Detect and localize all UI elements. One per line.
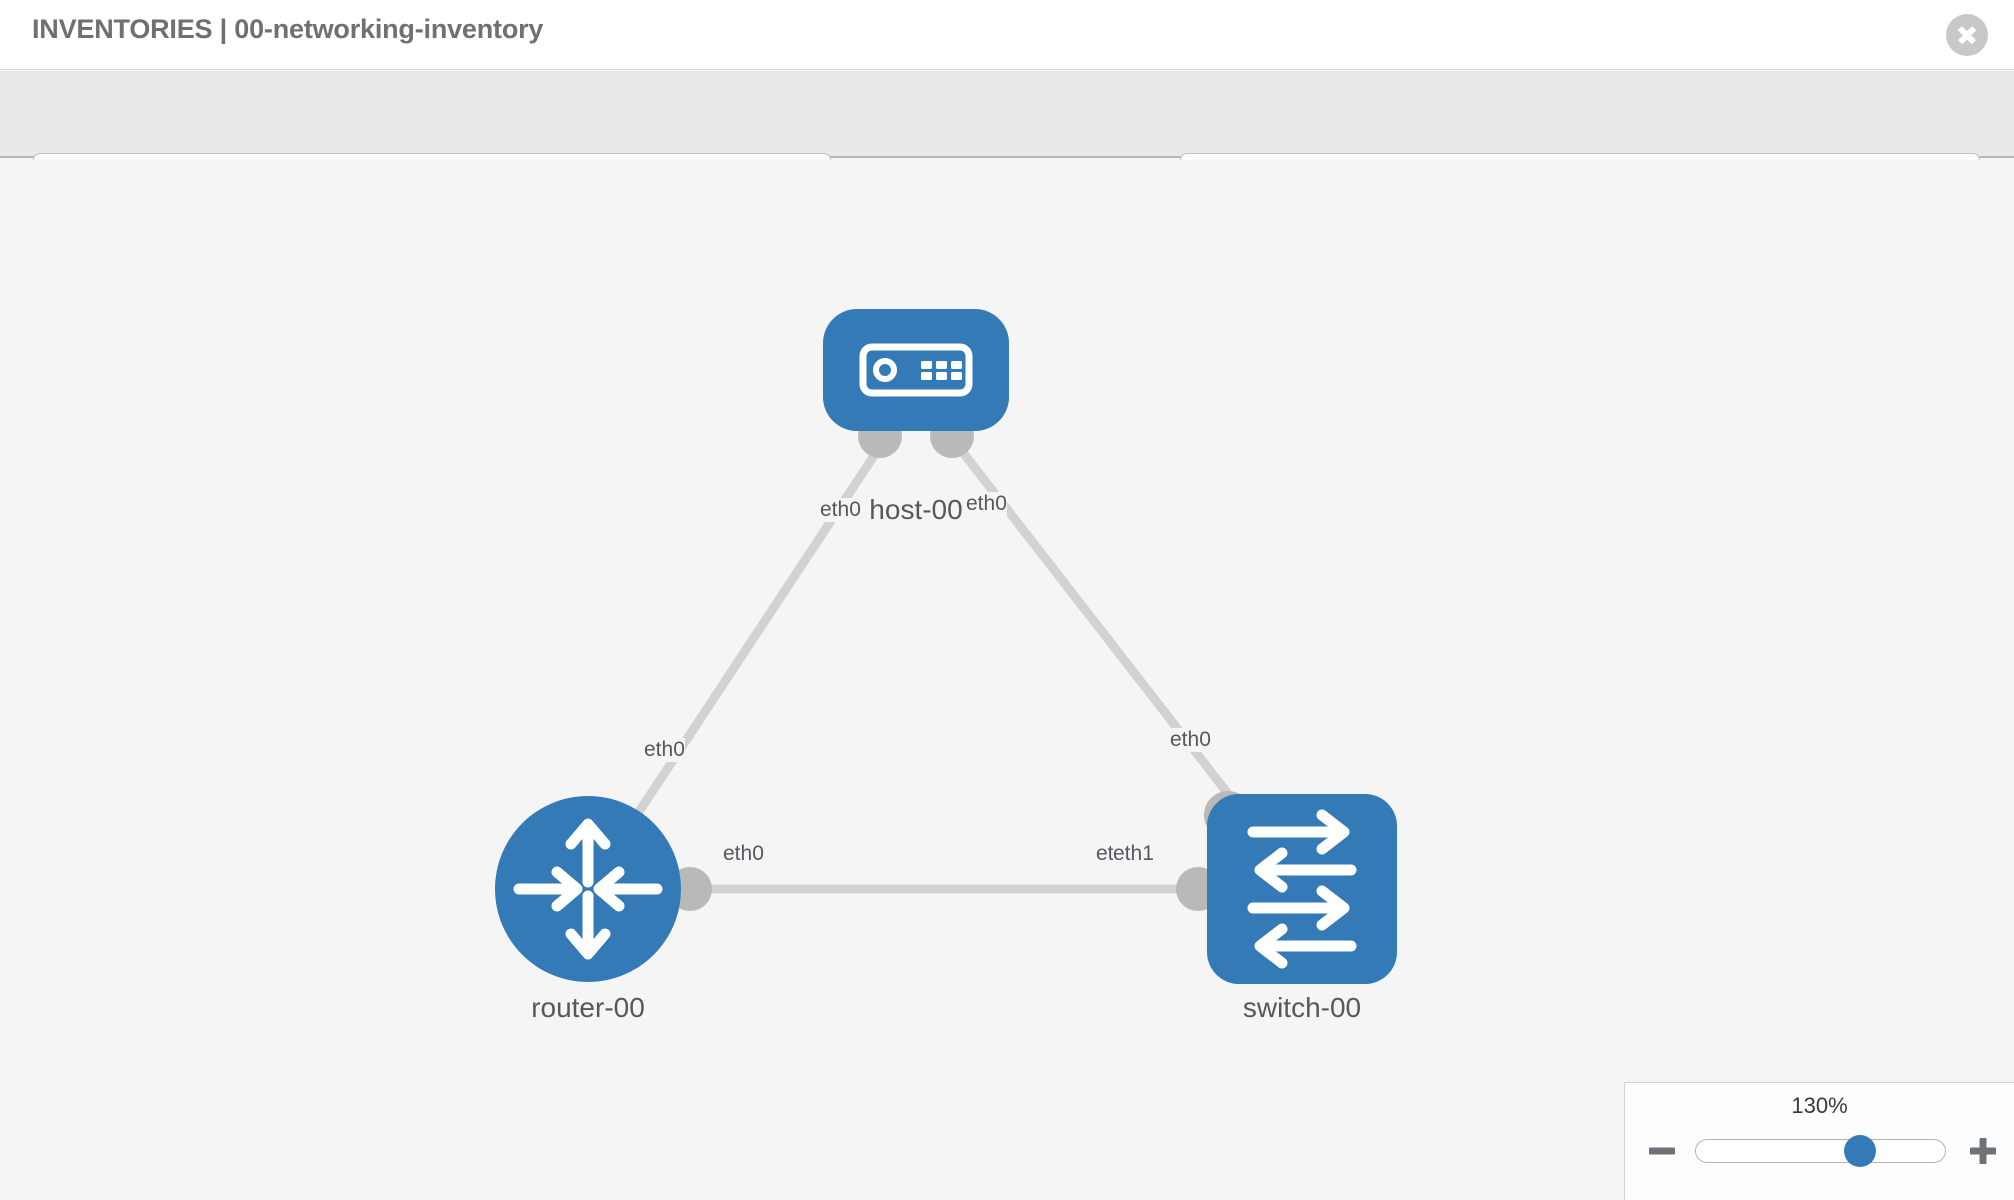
toolbar: ACTIONS SEARCH bbox=[0, 71, 2014, 205]
window-header: INVENTORIES | 00-networking-inventory bbox=[0, 0, 2014, 70]
zoom-slider-track[interactable] bbox=[1695, 1135, 1946, 1167]
close-icon[interactable] bbox=[1946, 14, 1988, 56]
page-title: INVENTORIES | 00-networking-inventory bbox=[32, 14, 544, 44]
node-host-00 bbox=[823, 309, 1009, 431]
edge-label-switch-eth0-up: eth0 bbox=[1170, 728, 1211, 752]
zoom-slider-thumb[interactable] bbox=[1844, 1135, 1877, 1167]
zoom-out-button[interactable] bbox=[1647, 1136, 1677, 1166]
edge-label-host-eth0-left: eth0 bbox=[820, 498, 861, 522]
zoom-in-button[interactable] bbox=[1968, 1136, 1998, 1166]
node-label-switch-00: switch-00 bbox=[1242, 992, 1362, 1024]
link-host-router bbox=[584, 389, 920, 892]
node-router-00 bbox=[495, 796, 681, 982]
topology-graph bbox=[495, 309, 1397, 984]
node-label-host-00: host-00 bbox=[869, 494, 963, 526]
edge-label-switch-eth1-left: eth1 bbox=[1113, 842, 1154, 866]
topology-canvas[interactable]: host-00 router-00 switch-00 eth0 eth0 et… bbox=[0, 160, 2014, 1200]
node-switch-00 bbox=[1207, 794, 1397, 984]
topology-connectors bbox=[668, 414, 1252, 911]
edge-label-router-eth0-right: eth0 bbox=[723, 842, 764, 866]
topology-links bbox=[584, 389, 1306, 894]
edge-label-router-eth0-up: eth0 bbox=[644, 738, 685, 762]
node-label-router-00: router-00 bbox=[531, 992, 645, 1024]
zoom-level-value: 130% bbox=[1791, 1093, 1848, 1118]
edge-label-host-eth0-right: eth0 bbox=[966, 492, 1007, 516]
zoom-control-panel: 130% bbox=[1624, 1082, 2014, 1200]
